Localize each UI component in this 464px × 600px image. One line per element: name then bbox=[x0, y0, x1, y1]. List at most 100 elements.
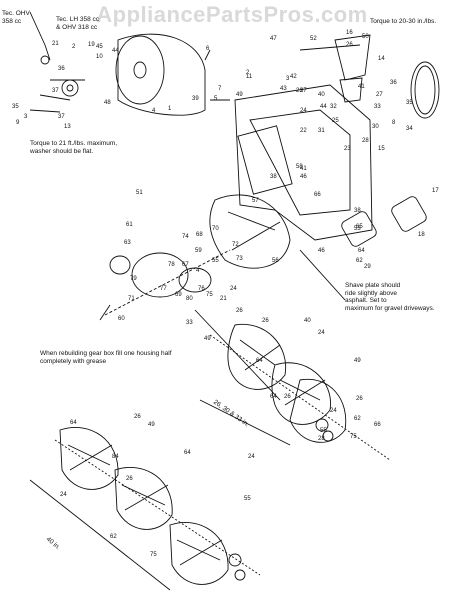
callout-number: 52 bbox=[310, 36, 317, 42]
callout-number: 23 bbox=[344, 146, 351, 152]
callout-number: 70 bbox=[212, 226, 219, 232]
callout-number: 72 bbox=[232, 242, 239, 248]
note-tec-ohv: Tec. OHV 358 cc bbox=[2, 10, 30, 25]
callout-number: 24 bbox=[60, 492, 67, 498]
auger-housing bbox=[117, 33, 206, 116]
callout-number: 26 bbox=[134, 414, 141, 420]
callout-number: 40 bbox=[318, 92, 325, 98]
callout-number: 66 bbox=[314, 192, 321, 198]
callout-number: 77 bbox=[160, 286, 167, 292]
note-torque-top: Torque to 20-30 in./lbs. bbox=[370, 18, 437, 25]
impeller bbox=[209, 194, 291, 269]
callout-number: 49 bbox=[354, 358, 361, 364]
callout-number: 25 bbox=[332, 118, 339, 124]
callout-number: 1 bbox=[168, 106, 172, 112]
callout-number: 48 bbox=[104, 100, 111, 106]
callout-number: 24 bbox=[230, 286, 237, 292]
callout-number: 62 bbox=[354, 416, 361, 422]
callout-number: 15 bbox=[378, 146, 385, 152]
callout-number: 62 bbox=[110, 534, 117, 540]
callout-number: 32 bbox=[330, 104, 337, 110]
callout-number: 41 bbox=[358, 84, 365, 90]
callout-number: 21 bbox=[52, 41, 59, 47]
callout-number: 37 bbox=[58, 114, 65, 120]
housing-side-plate bbox=[115, 35, 165, 105]
callout-number: 65 bbox=[356, 224, 363, 230]
callout-number: 37 bbox=[52, 88, 59, 94]
callout-number: 18 bbox=[418, 232, 425, 238]
callout-number: 27 bbox=[376, 92, 383, 98]
callout-number: 63 bbox=[124, 240, 131, 246]
callout-number: 36 bbox=[58, 66, 65, 72]
callout-number: 53 bbox=[354, 226, 361, 232]
callout-number: 49 bbox=[148, 422, 155, 428]
callout-number: 4 bbox=[196, 268, 200, 274]
callout-number: 55 bbox=[320, 428, 327, 434]
callout-number: 75 bbox=[150, 552, 157, 558]
callout-number: 56 bbox=[272, 258, 279, 264]
callout-number: 26 bbox=[356, 396, 363, 402]
callout-number: 79 bbox=[130, 276, 137, 282]
frame-plate bbox=[237, 125, 293, 195]
callout-number: 64 bbox=[184, 450, 191, 456]
note-tec-lh: Tec. LH 358 cc & OHV 318 cc bbox=[56, 16, 99, 31]
callout-number: 39 bbox=[192, 96, 199, 102]
callout-number: 29 bbox=[364, 264, 371, 270]
callout-number: 11 bbox=[246, 74, 253, 80]
callout-number: 24 bbox=[300, 108, 307, 114]
auger-shaft bbox=[194, 309, 281, 401]
callout-number: 42 bbox=[290, 74, 297, 80]
callout-number: 35 bbox=[12, 104, 19, 110]
callout-number: 26 bbox=[126, 476, 133, 482]
callout-number: 3 bbox=[24, 114, 28, 120]
callout-number: 7 bbox=[218, 86, 222, 92]
callout-number: 55 bbox=[212, 258, 219, 264]
pulley bbox=[61, 79, 79, 97]
callout-number: 66 bbox=[374, 422, 381, 428]
callout-number: 31 bbox=[318, 128, 325, 134]
callout-number: 71 bbox=[128, 296, 135, 302]
callout-number: 21 bbox=[220, 296, 227, 302]
discharge-chute bbox=[334, 34, 371, 81]
callout-number: 26 bbox=[262, 318, 269, 324]
callout-number: 61 bbox=[126, 222, 133, 228]
callout-number: 33 bbox=[186, 320, 193, 326]
callout-number: 68 bbox=[196, 232, 203, 238]
callout-number: 10 bbox=[96, 54, 103, 60]
bearing bbox=[322, 430, 334, 442]
callout-number: 55 bbox=[244, 496, 251, 502]
drive-belt bbox=[410, 61, 440, 119]
callout-number: 26 bbox=[236, 308, 243, 314]
gear-housing bbox=[131, 252, 189, 298]
callout-number: 44 bbox=[320, 104, 327, 110]
callout-number: 41 bbox=[300, 166, 307, 172]
callout-number: 69 bbox=[175, 292, 182, 298]
callout-number: 2 bbox=[72, 44, 76, 50]
callout-number: 6 bbox=[206, 46, 210, 52]
auger-set-26-30-33 bbox=[209, 323, 391, 461]
callout-number: 49 bbox=[204, 336, 211, 342]
frame-body bbox=[234, 84, 373, 241]
callout-number: 36 bbox=[390, 80, 397, 86]
callout-number: 59 bbox=[195, 248, 202, 254]
note-shave-plate: Shave plate should ride slightly above a… bbox=[345, 282, 435, 312]
callout-number: 75 bbox=[350, 434, 357, 440]
callout-number: 33 bbox=[374, 104, 381, 110]
callout-number: 73 bbox=[236, 256, 243, 262]
callout-number: 37 bbox=[300, 88, 307, 94]
note-torque-21: Torque to 21 ft./lbs. maximum, washer sh… bbox=[30, 140, 118, 155]
callout-number: 75 bbox=[206, 292, 213, 298]
callout-number: 43 bbox=[280, 86, 287, 92]
auger-set-40 bbox=[54, 426, 261, 585]
callout-number: 24 bbox=[318, 330, 325, 336]
callout-number: 8 bbox=[392, 120, 396, 126]
callout-number: 13 bbox=[64, 124, 71, 130]
callout-number: 5 bbox=[214, 96, 218, 102]
callout-number: 74 bbox=[182, 234, 189, 240]
callout-number: 16 bbox=[346, 30, 353, 36]
callout-number: 47 bbox=[270, 36, 277, 42]
callout-number: 19 bbox=[88, 42, 95, 48]
callout-number: 9 bbox=[16, 120, 20, 126]
shave-plate-left bbox=[341, 211, 377, 247]
shave-plate-right bbox=[391, 196, 427, 232]
